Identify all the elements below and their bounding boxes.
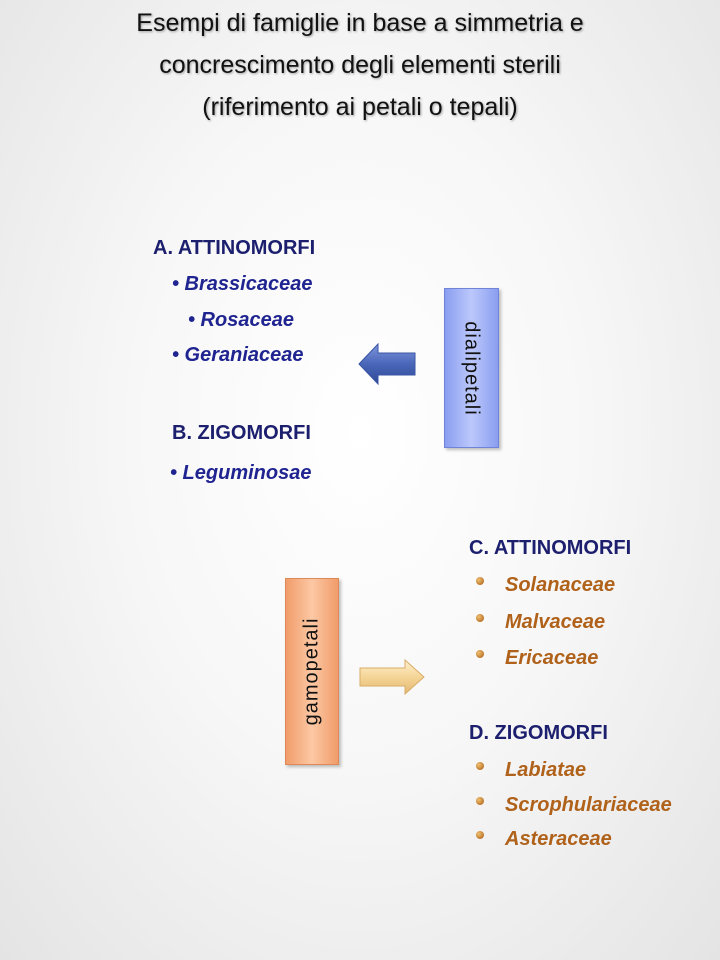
bullet-icon <box>476 577 484 585</box>
bullet-icon <box>476 762 484 770</box>
dialipetali-label: dialipetali <box>461 320 484 416</box>
group-a-item-brassicaceae: • Brassicaceae <box>172 273 313 295</box>
group-a-heading: A. ATTINOMORFI <box>153 237 316 259</box>
bullet-icon <box>476 797 484 805</box>
bullet-icon <box>476 650 484 658</box>
group-a-item-geraniaceae: • Geraniaceae <box>172 344 304 366</box>
gamopetali-label: gamopetali <box>300 617 323 726</box>
group-c-heading: C. ATTINOMORFI <box>469 537 632 559</box>
group-d-item-scrophulariaceae: Scrophulariaceae <box>505 794 672 816</box>
dialipetali-box: dialipetali <box>444 288 499 448</box>
group-d-item-asteraceae: Asteraceae <box>505 828 612 850</box>
group-c-item-solanaceae: Solanaceae <box>505 574 616 596</box>
title-line-1: Esempi di famiglie in base a simmetria e <box>136 9 584 37</box>
group-a-item-rosaceae: • Rosaceae <box>188 309 294 331</box>
bullet-icon <box>476 831 484 839</box>
group-d-item-labiatae: Labiatae <box>505 759 587 781</box>
title-line-2: concrescimento degli elementi sterili <box>159 51 561 79</box>
group-c-item-ericaceae: Ericaceae <box>505 647 599 669</box>
group-c-item-malvaceae: Malvaceae <box>505 611 606 633</box>
group-b-heading: B. ZIGOMORFI <box>172 422 311 444</box>
group-b-item-leguminosae: • Leguminosae <box>170 462 312 484</box>
right-arrow-icon <box>359 658 425 696</box>
left-arrow-icon <box>358 342 416 386</box>
group-d-heading: D. ZIGOMORFI <box>469 722 608 744</box>
page-title: Esempi di famiglie in base a simmetria e… <box>0 2 720 128</box>
bullet-icon <box>476 614 484 622</box>
gamopetali-box: gamopetali <box>285 578 339 765</box>
title-line-3: (riferimento ai petali o tepali) <box>202 93 518 121</box>
